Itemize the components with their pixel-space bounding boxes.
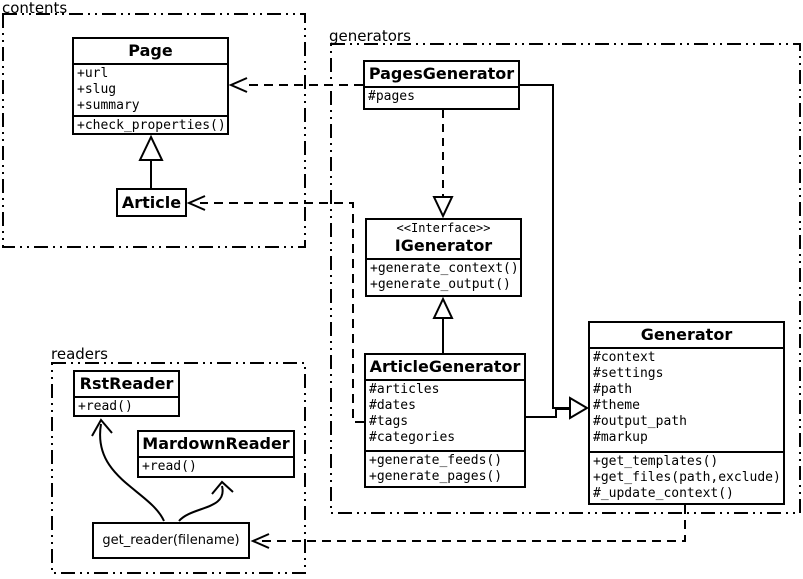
attribute: #categories [369, 430, 456, 445]
package-readers-border [51, 362, 306, 574]
attribute: #dates [369, 398, 416, 413]
class-pagesgenerator: PagesGenerator #pages [363, 60, 520, 110]
attribute: +slug [77, 82, 117, 97]
method: +generate_output() [370, 277, 511, 292]
method: +read() [78, 399, 133, 414]
class-articlegenerator-title: ArticleGenerator [366, 355, 524, 381]
dependency-articlegenerator-article [186, 195, 364, 423]
class-articlegenerator: ArticleGenerator #articles #dates #tags … [364, 353, 526, 488]
function-get-reader-label: get_reader(filename) [102, 533, 240, 548]
class-page: Page +url +slug +summary +check_properti… [72, 37, 229, 135]
class-page-methods: +check_properties() [74, 115, 227, 135]
generalization-article-page [138, 134, 164, 188]
class-igenerator: <<Interface>> IGenerator +generate_conte… [365, 218, 522, 297]
attribute: +summary [77, 98, 140, 113]
class-rstreader-title: RstReader [75, 372, 178, 398]
attribute: #articles [369, 382, 440, 397]
method: #_update_context() [593, 486, 734, 501]
class-articlegenerator-attributes: #articles #dates #tags #categories [366, 381, 524, 450]
function-get-reader: get_reader(filename) [92, 522, 250, 559]
method: +generate_context() [370, 261, 519, 276]
method: +read() [142, 459, 197, 474]
method: +generate_feeds() [369, 453, 503, 468]
class-article: Article [116, 188, 187, 217]
class-rstreader-methods: +read() [75, 398, 178, 416]
class-igenerator-title: <<Interface>> IGenerator [367, 220, 520, 260]
generalization-articlegenerator-generator [526, 408, 569, 418]
class-generator-title: Generator [590, 323, 783, 349]
realization-pagesgenerator-igenerator [432, 110, 454, 219]
arrow-getreader-rstreader [91, 418, 165, 522]
class-page-title: Page [74, 39, 227, 65]
class-igenerator-methods: +generate_context() +generate_output() [367, 260, 520, 295]
package-label-contents: contents [2, 0, 68, 17]
attribute: #context [593, 350, 656, 365]
package-generators-border [330, 43, 801, 514]
method: +get_templates() [593, 454, 719, 469]
class-igenerator-name: IGenerator [394, 236, 493, 255]
class-igenerator-stereotype: <<Interface>> [396, 221, 491, 235]
dependency-pagesgenerator-page [228, 77, 363, 93]
package-label-readers: readers [51, 345, 108, 363]
class-rstreader: RstReader +read() [73, 370, 180, 417]
class-generator-methods: +get_templates() +get_files(path,exclude… [590, 451, 783, 503]
class-mardownreader-title: MardownReader [139, 432, 293, 458]
class-mardownreader-methods: +read() [139, 458, 293, 476]
class-article-title: Article [121, 192, 182, 212]
method: +get_files(path,exclude) [593, 470, 781, 485]
class-pagesgenerator-title: PagesGenerator [365, 62, 518, 88]
class-generator-attributes: #context #settings #path #theme #output_… [590, 349, 783, 451]
attribute: #path [593, 382, 633, 397]
attribute: #pages [368, 89, 415, 104]
generalization-articlegenerator-igenerator [432, 296, 454, 353]
package-contents-border [2, 13, 306, 248]
attribute: #output_path [593, 414, 687, 429]
attribute: #settings [593, 366, 664, 381]
method: +check_properties() [77, 118, 226, 133]
class-mardownreader: MardownReader +read() [137, 430, 295, 478]
attribute: #markup [593, 430, 648, 445]
method: +generate_pages() [369, 469, 503, 484]
class-articlegenerator-methods: +generate_feeds() +generate_pages() [366, 450, 524, 486]
dependency-generator-getreader [250, 505, 686, 549]
class-generator: Generator #context #settings #path #them… [588, 321, 785, 505]
arrow-getreader-mardownreader [178, 480, 234, 522]
generalization-pagesgenerator-generator [520, 84, 569, 409]
class-page-attributes: +url +slug +summary [74, 65, 227, 115]
generalization-arrowhead-generator [569, 396, 589, 420]
attribute: +url [77, 66, 109, 81]
attribute: #theme [593, 398, 640, 413]
package-label-generators: generators [329, 27, 411, 45]
class-pagesgenerator-attributes: #pages [365, 88, 518, 108]
attribute: #tags [369, 414, 409, 429]
